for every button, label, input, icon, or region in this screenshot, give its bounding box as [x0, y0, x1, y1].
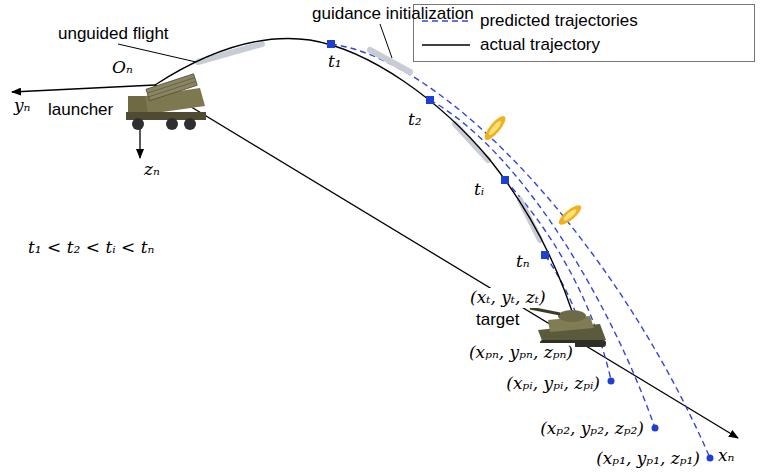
text-label: guidance initialization: [312, 4, 474, 24]
predicted-trajectories: [331, 44, 710, 458]
leader-line: [380, 24, 392, 58]
math-label: (xₜ, yₜ, zₜ): [468, 288, 548, 308]
actual-trajectory: [155, 38, 578, 330]
legend-text: actual trajectory: [480, 35, 600, 55]
math-label: zₙ: [144, 160, 160, 180]
math-label: t₁ < t₂ < tᵢ < tₙ: [28, 238, 154, 258]
math-label: (xₚₙ, yₚₙ, zₚₙ): [467, 343, 575, 363]
text-label: launcher: [48, 100, 113, 120]
math-label: tᵢ: [474, 180, 484, 200]
y-axis: [12, 85, 155, 92]
legend-text: predicted trajectories: [480, 11, 638, 31]
text-label: unguided flight: [58, 24, 169, 44]
math-label: (xₚ₁, yₚ₁, zₚ₁): [594, 449, 702, 469]
impact-point: [580, 337, 714, 462]
math-label: xₙ: [718, 446, 734, 466]
math-label: Oₙ: [112, 58, 133, 78]
text-label: target: [474, 310, 521, 330]
launcher-truck: [126, 74, 206, 130]
math-label: (xₚᵢ, yₚᵢ, zₚᵢ): [504, 374, 602, 394]
target-tank: [530, 308, 606, 347]
math-label: tₙ: [516, 252, 530, 272]
math-label: t₁: [328, 52, 342, 72]
math-label: yₙ: [14, 96, 31, 116]
math-label: (xₚ₂, yₚ₂, zₚ₂): [538, 419, 646, 439]
legend-entry: actual trajectory: [414, 33, 754, 57]
legend-swatch: [422, 40, 470, 50]
x-axis: [155, 85, 738, 438]
math-label: t₂: [408, 110, 422, 130]
rocket-body: [198, 44, 540, 240]
time-marker: [327, 40, 549, 259]
